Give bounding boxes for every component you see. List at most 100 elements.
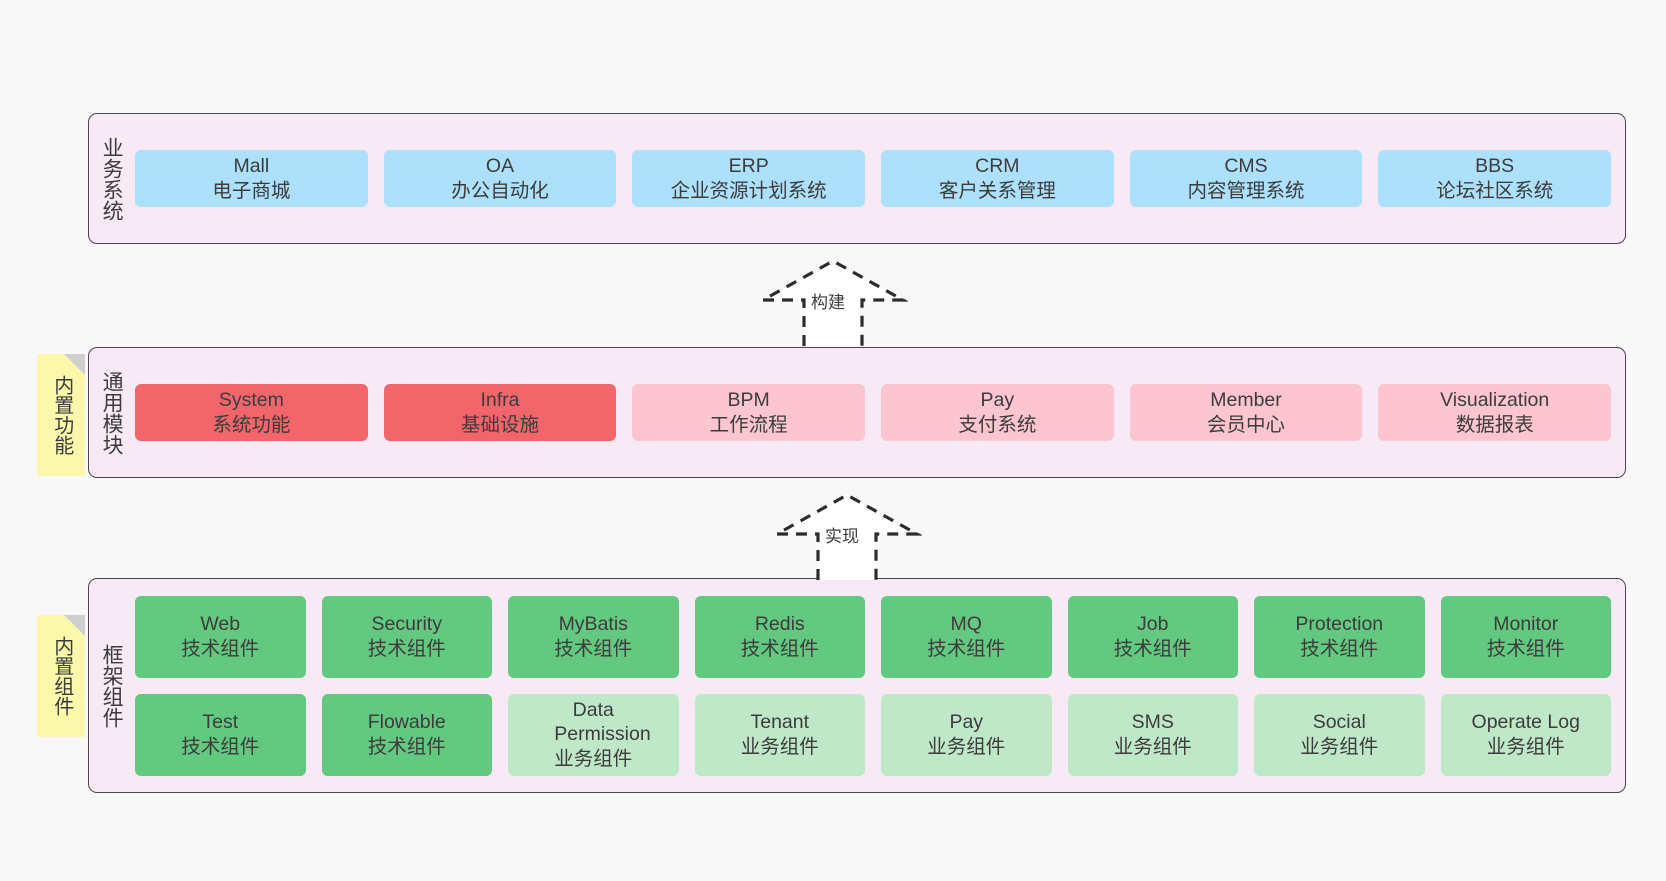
node-web[interactable]: Web 技术组件 <box>135 595 306 678</box>
node-mq-cn: 技术组件 <box>927 637 1006 660</box>
layer-body-framework-components: Web 技术组件 Security 技术组件 MyBatis 技术组件 Redi… <box>133 579 1625 792</box>
node-mq[interactable]: MQ 技术组件 <box>881 595 1052 678</box>
node-system-cn: 系统功能 <box>212 413 291 436</box>
node-test[interactable]: Test 技术组件 <box>135 693 306 776</box>
node-erp-cn: 企业资源计划系统 <box>670 179 827 202</box>
node-member[interactable]: Member 会员中心 <box>1129 384 1363 441</box>
node-job-cn: 技术组件 <box>1113 637 1192 660</box>
node-monitor[interactable]: Monitor 技术组件 <box>1440 595 1611 678</box>
node-test-en: Test <box>202 711 239 734</box>
layer-body-common-modules: System 系统功能 Infra 基础设施 BPM 工作流程 Pay 支付系统… <box>133 348 1625 477</box>
node-security[interactable]: Security 技术组件 <box>321 595 492 678</box>
node-pay-module-en: Pay <box>980 389 1015 412</box>
build-arrow-label: 构建 <box>811 293 845 312</box>
node-oa-cn: 办公自动化 <box>451 179 549 202</box>
node-system-en: System <box>218 389 284 412</box>
sticky-fold-corner-icon <box>64 615 85 636</box>
node-crm[interactable]: CRM 客户关系管理 <box>881 150 1114 207</box>
node-visualization[interactable]: Visualization 数据报表 <box>1378 384 1612 441</box>
node-mall-cn: 电子商城 <box>212 179 291 202</box>
node-operate-log-cn: 业务组件 <box>1486 735 1565 758</box>
node-bpm-en: BPM <box>727 389 770 412</box>
sticky-fold-corner-icon <box>64 354 85 375</box>
node-tenant-cn: 业务组件 <box>740 735 819 758</box>
layer-title-framework-components: 框架组件 <box>100 643 124 728</box>
sticky-note-builtin-components: 内置组件 <box>37 615 85 737</box>
node-security-en: Security <box>371 613 442 636</box>
node-mybatis[interactable]: MyBatis 技术组件 <box>508 595 679 678</box>
node-security-cn: 技术组件 <box>367 637 446 660</box>
node-data-permission-cn: 业务组件 <box>554 747 633 770</box>
node-mall[interactable]: Mall 电子商城 <box>135 150 368 207</box>
node-redis-en: Redis <box>754 613 805 636</box>
node-social[interactable]: Social 业务组件 <box>1254 693 1425 776</box>
node-data-permission[interactable]: Data Permission 业务组件 <box>508 693 679 776</box>
row-common-modules: System 系统功能 Infra 基础设施 BPM 工作流程 Pay 支付系统… <box>135 384 1612 441</box>
layer-framework-components[interactable]: 框架组件 Web 技术组件 Security 技术组件 MyBatis 技术组件… <box>88 578 1626 793</box>
row-tech-components: Web 技术组件 Security 技术组件 MyBatis 技术组件 Redi… <box>135 595 1611 678</box>
node-pay-module[interactable]: Pay 支付系统 <box>881 384 1114 441</box>
node-erp[interactable]: ERP 企业资源计划系统 <box>632 150 866 207</box>
node-erp-en: ERP <box>728 155 769 178</box>
node-sms-en: SMS <box>1131 711 1174 734</box>
node-member-cn: 会员中心 <box>1207 413 1286 436</box>
sticky-note-builtin-features-label: 内置功能 <box>50 375 73 455</box>
node-pay-module-cn: 支付系统 <box>958 413 1037 436</box>
node-oa[interactable]: OA 办公自动化 <box>383 150 617 207</box>
node-flowable-en: Flowable <box>367 711 446 734</box>
node-infra[interactable]: Infra 基础设施 <box>383 384 617 441</box>
node-sms[interactable]: SMS 业务组件 <box>1067 693 1238 776</box>
node-web-en: Web <box>200 613 241 636</box>
node-job[interactable]: Job 技术组件 <box>1067 595 1238 678</box>
node-protection[interactable]: Protection 技术组件 <box>1254 595 1425 678</box>
layer-common-modules[interactable]: 通用模块 System 系统功能 Infra 基础设施 BPM 工作流程 Pay… <box>88 347 1626 478</box>
node-tenant[interactable]: Tenant 业务组件 <box>694 693 865 776</box>
node-crm-en: CRM <box>975 155 1020 178</box>
node-job-en: Job <box>1137 613 1169 636</box>
row-business-components: Test 技术组件 Flowable 技术组件 Data Permission … <box>135 693 1611 776</box>
implement-arrow-icon <box>770 493 924 580</box>
node-system[interactable]: System 系统功能 <box>135 384 368 441</box>
implement-arrow-label: 实现 <box>825 527 859 546</box>
layer-title-business-systems: 业务系统 <box>100 136 124 221</box>
build-arrow <box>756 258 910 348</box>
node-cms[interactable]: CMS 内容管理系统 <box>1129 150 1363 207</box>
node-pay-component[interactable]: Pay 业务组件 <box>881 693 1052 776</box>
node-mall-en: Mall <box>233 155 270 178</box>
node-cms-cn: 内容管理系统 <box>1187 179 1305 202</box>
node-protection-cn: 技术组件 <box>1300 637 1379 660</box>
node-pay-component-en: Pay <box>949 711 984 734</box>
node-bbs[interactable]: BBS 论坛社区系统 <box>1378 150 1612 207</box>
layer-body-business-systems: Mall 电子商城 OA 办公自动化 ERP 企业资源计划系统 CRM 客户关系… <box>133 114 1625 243</box>
node-protection-en: Protection <box>1295 613 1384 636</box>
layer-title-common-modules: 通用模块 <box>100 370 124 455</box>
node-crm-cn: 客户关系管理 <box>938 179 1056 202</box>
node-cms-en: CMS <box>1224 155 1268 178</box>
node-bbs-en: BBS <box>1475 155 1515 178</box>
node-bpm-cn: 工作流程 <box>709 413 788 436</box>
node-redis[interactable]: Redis 技术组件 <box>694 595 865 678</box>
node-tenant-en: Tenant <box>750 711 810 734</box>
node-monitor-en: Monitor <box>1493 613 1559 636</box>
build-arrow-icon <box>756 259 910 346</box>
node-redis-cn: 技术组件 <box>740 637 819 660</box>
node-bpm[interactable]: BPM 工作流程 <box>632 384 866 441</box>
layer-business-systems[interactable]: 业务系统 Mall 电子商城 OA 办公自动化 ERP 企业资源计划系统 CRM… <box>88 113 1626 244</box>
sticky-note-builtin-features: 内置功能 <box>37 354 85 476</box>
node-monitor-cn: 技术组件 <box>1486 637 1565 660</box>
node-flowable-cn: 技术组件 <box>367 735 446 758</box>
row-business-systems: Mall 电子商城 OA 办公自动化 ERP 企业资源计划系统 CRM 客户关系… <box>135 150 1612 207</box>
node-web-cn: 技术组件 <box>181 637 260 660</box>
node-member-en: Member <box>1210 389 1282 412</box>
node-data-permission-en: Data Permission <box>554 699 651 746</box>
node-test-cn: 技术组件 <box>181 735 260 758</box>
node-infra-en: Infra <box>480 389 520 412</box>
node-infra-cn: 基础设施 <box>461 413 540 436</box>
node-operate-log[interactable]: Operate Log 业务组件 <box>1440 693 1611 776</box>
node-flowable[interactable]: Flowable 技术组件 <box>321 693 492 776</box>
node-pay-component-cn: 业务组件 <box>927 735 1006 758</box>
node-operate-log-en: Operate Log <box>1471 711 1580 734</box>
node-mybatis-cn: 技术组件 <box>554 637 633 660</box>
node-visualization-cn: 数据报表 <box>1455 413 1534 436</box>
